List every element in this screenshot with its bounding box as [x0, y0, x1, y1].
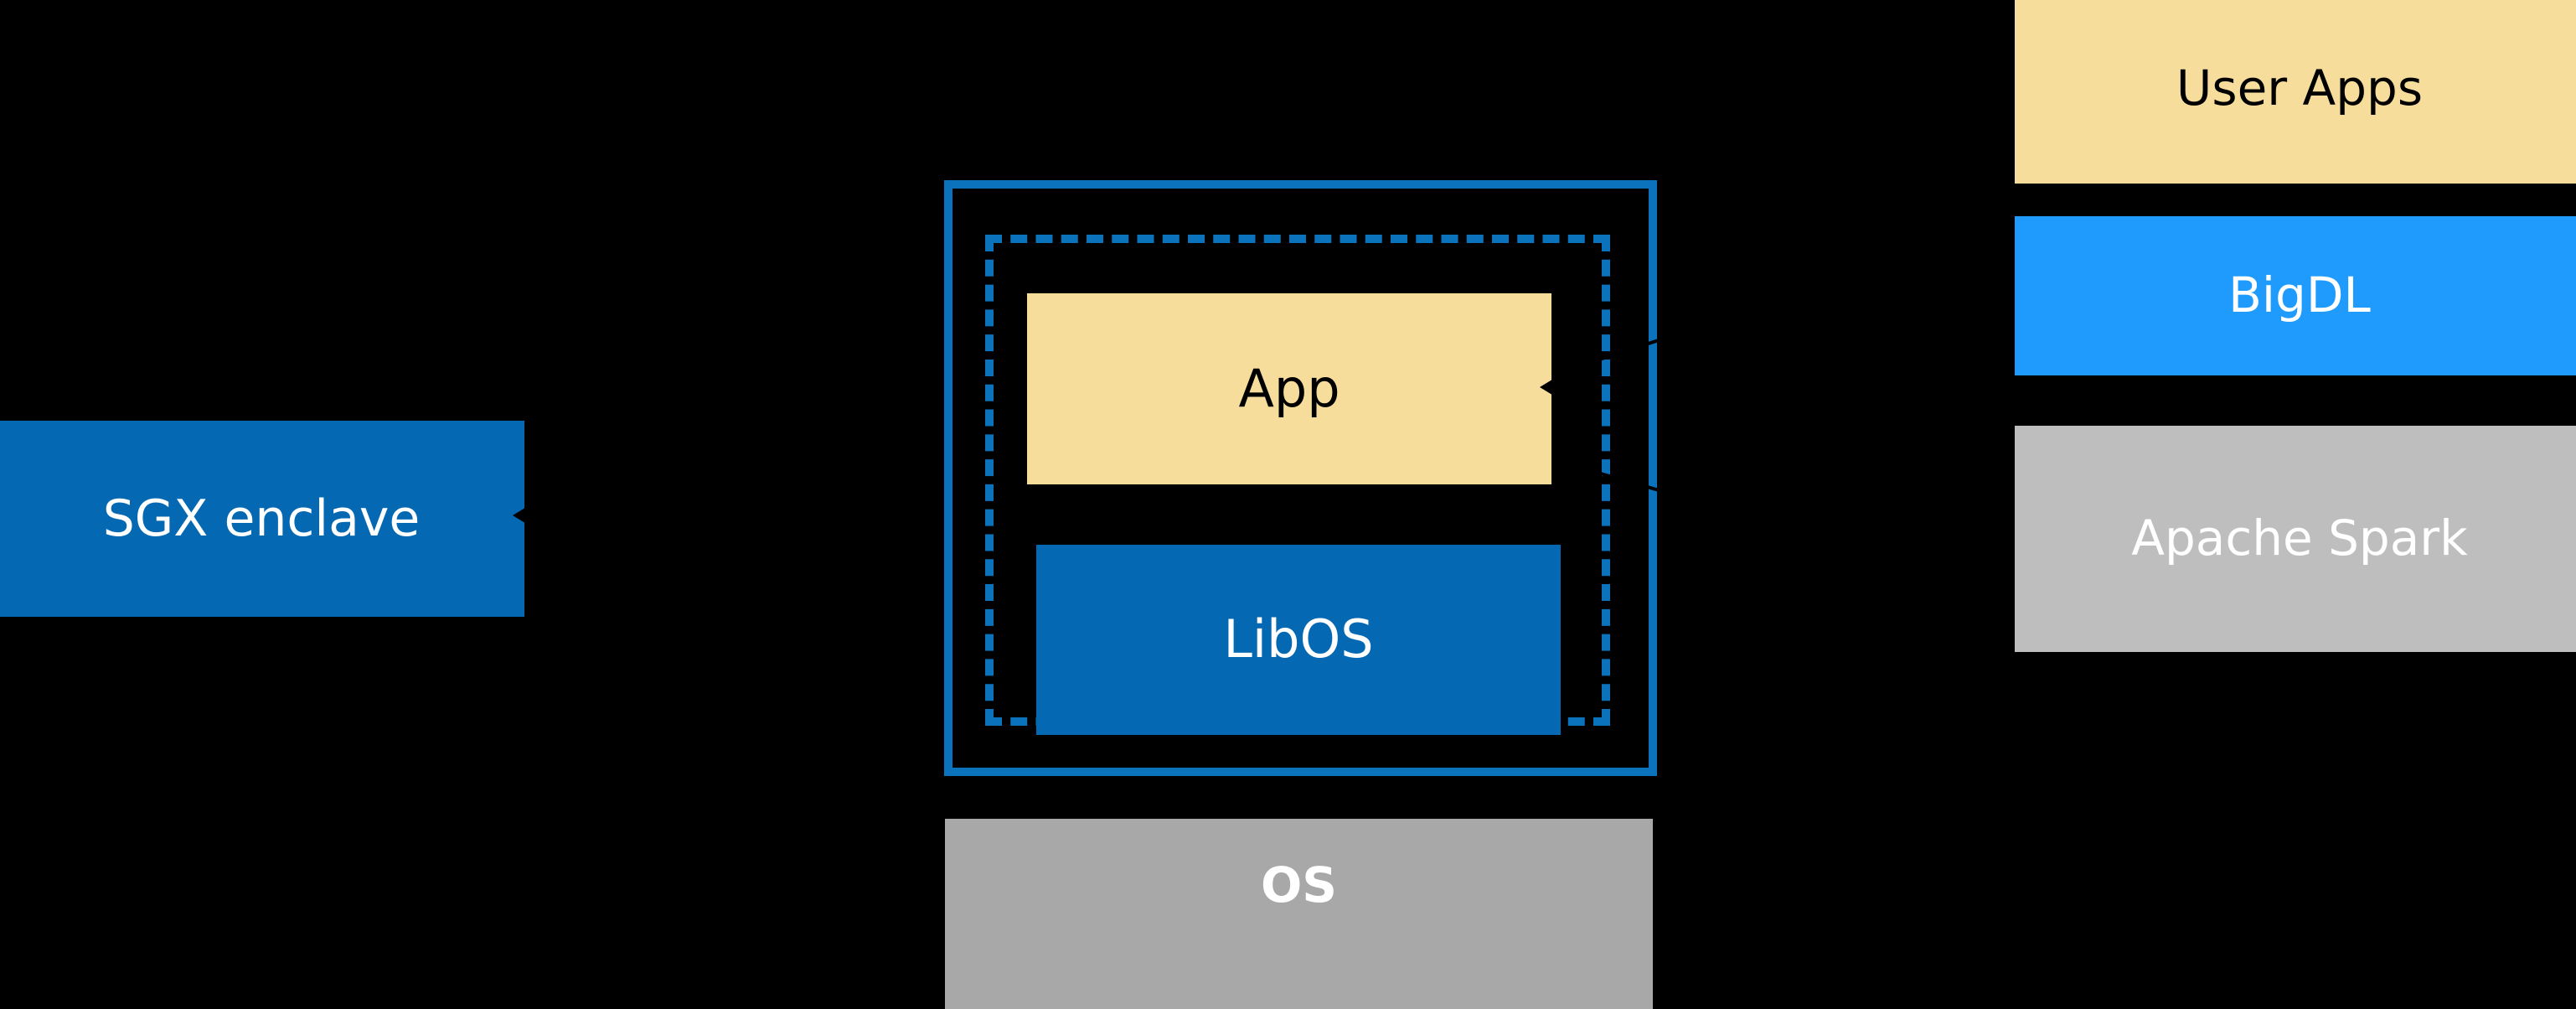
app-box[interactable]: App: [1027, 293, 1551, 484]
libos-box[interactable]: LibOS: [1036, 545, 1561, 735]
user-apps-label: User Apps: [2176, 59, 2424, 116]
app-to-libos-arrow-icon: [1540, 378, 1555, 396]
apache-spark-label: Apache Spark: [2131, 510, 2468, 567]
libos-label: LibOS: [1223, 608, 1374, 670]
bigdl-label: BigDL: [2228, 266, 2371, 324]
apache-spark-box[interactable]: Apache Spark: [2015, 426, 2576, 652]
sgx-enclave-to-container-arrow-icon: [513, 506, 528, 525]
sgx-enclave-label: SGX enclave: [102, 489, 421, 548]
sgx-enclave-box[interactable]: SGX enclave: [0, 421, 524, 617]
user-apps-box[interactable]: User Apps: [2015, 0, 2576, 184]
os-label: OS: [1260, 856, 1338, 913]
bigdl-box[interactable]: BigDL: [2015, 216, 2576, 375]
os-box[interactable]: OS: [945, 819, 1653, 1009]
app-label: App: [1238, 357, 1340, 419]
